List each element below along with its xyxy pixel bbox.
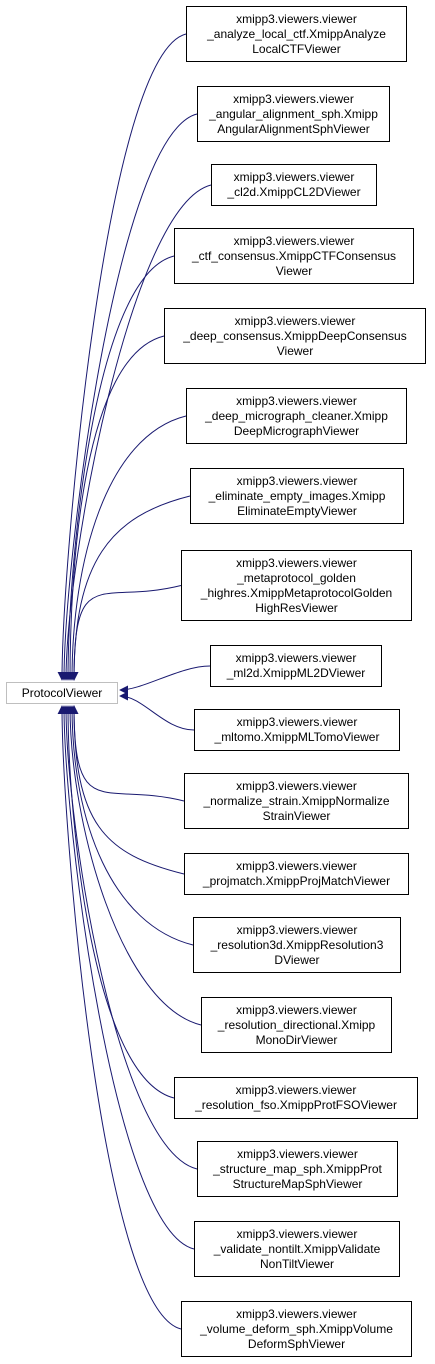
inheritance-edge bbox=[57, 705, 182, 1330]
inheritance-edge bbox=[57, 33, 187, 681]
derived-class-node[interactable]: xmipp3.viewers.viewer _volume_deform_sph… bbox=[181, 1301, 412, 1357]
derived-class-label: xmipp3.viewers.viewer _normalize_strain.… bbox=[203, 778, 390, 823]
derived-class-node[interactable]: xmipp3.viewers.viewer _validate_nontilt.… bbox=[194, 1221, 400, 1277]
derived-class-label: xmipp3.viewers.viewer _validate_nontilt.… bbox=[213, 1226, 381, 1271]
derived-class-node[interactable]: xmipp3.viewers.viewer _resolution_direct… bbox=[201, 997, 392, 1053]
inheritance-edge bbox=[67, 705, 194, 946]
derived-class-node[interactable]: xmipp3.viewers.viewer _normalize_strain.… bbox=[184, 773, 409, 829]
derived-class-label: xmipp3.viewers.viewer _volume_deform_sph… bbox=[200, 1306, 393, 1351]
derived-class-label: xmipp3.viewers.viewer _projmatch.XmippPr… bbox=[202, 859, 391, 888]
derived-class-label: xmipp3.viewers.viewer _angular_alignment… bbox=[209, 91, 378, 136]
inheritance-edge bbox=[59, 113, 198, 681]
inheritance-edge bbox=[69, 495, 191, 681]
derived-class-node[interactable]: xmipp3.viewers.viewer _ctf_consensus.Xmi… bbox=[174, 228, 414, 284]
inheritance-edge bbox=[69, 705, 185, 875]
derived-class-node[interactable]: xmipp3.viewers.viewer _structure_map_sph… bbox=[197, 1141, 398, 1197]
derived-class-node[interactable]: xmipp3.viewers.viewer _metaprotocol_gold… bbox=[181, 550, 412, 621]
derived-class-label: xmipp3.viewers.viewer _resolution_direct… bbox=[217, 1002, 376, 1047]
derived-class-node[interactable]: xmipp3.viewers.viewer _eliminate_empty_i… bbox=[190, 468, 404, 524]
derived-class-node[interactable]: xmipp3.viewers.viewer _analyze_local_ctf… bbox=[186, 6, 407, 62]
inheritance-edge bbox=[61, 705, 198, 1170]
derived-class-node[interactable]: xmipp3.viewers.viewer _ml2d.XmippML2DVie… bbox=[210, 645, 382, 687]
inheritance-edge bbox=[119, 691, 195, 731]
inheritance-edge bbox=[59, 705, 195, 1250]
derived-class-label: xmipp3.viewers.viewer _analyze_local_ctf… bbox=[207, 11, 386, 56]
derived-class-label: xmipp3.viewers.viewer _mltomo.XmippMLTom… bbox=[214, 715, 380, 744]
inheritance-edge bbox=[119, 665, 211, 695]
inheritance-edge bbox=[67, 415, 187, 681]
derived-class-label: xmipp3.viewers.viewer _cl2d.XmippCL2DVie… bbox=[227, 170, 361, 199]
derived-class-node[interactable]: xmipp3.viewers.viewer _resolution3d.Xmip… bbox=[193, 917, 401, 973]
derived-class-node[interactable]: xmipp3.viewers.viewer _deep_consensus.Xm… bbox=[164, 308, 426, 364]
derived-class-label: xmipp3.viewers.viewer _structure_map_sph… bbox=[213, 1146, 382, 1191]
derived-class-label: xmipp3.viewers.viewer _ml2d.XmippML2DVie… bbox=[226, 651, 366, 680]
derived-class-node[interactable]: xmipp3.viewers.viewer _deep_micrograph_c… bbox=[186, 388, 407, 444]
derived-class-label: xmipp3.viewers.viewer _resolution3d.Xmip… bbox=[210, 922, 384, 967]
derived-class-label: xmipp3.viewers.viewer _deep_consensus.Xm… bbox=[183, 313, 407, 358]
derived-class-node[interactable]: xmipp3.viewers.viewer _angular_alignment… bbox=[197, 86, 390, 142]
inheritance-edge bbox=[69, 585, 182, 681]
derived-class-node[interactable]: xmipp3.viewers.viewer _cl2d.XmippCL2DVie… bbox=[211, 164, 377, 206]
inheritance-edge bbox=[69, 705, 185, 802]
derived-class-node[interactable]: xmipp3.viewers.viewer _mltomo.XmippMLTom… bbox=[194, 709, 400, 751]
inheritance-edge bbox=[63, 705, 175, 1099]
derived-class-label: xmipp3.viewers.viewer _deep_micrograph_c… bbox=[205, 393, 388, 438]
derived-class-node[interactable]: xmipp3.viewers.viewer _resolution_fso.Xm… bbox=[174, 1077, 418, 1119]
derived-class-label: xmipp3.viewers.viewer _eliminate_empty_i… bbox=[208, 473, 386, 518]
base-class-node[interactable]: ProtocolViewer bbox=[6, 682, 118, 704]
derived-class-node[interactable]: xmipp3.viewers.viewer _projmatch.XmippPr… bbox=[184, 853, 409, 895]
inheritance-edge bbox=[65, 335, 165, 681]
inheritance-edge bbox=[65, 705, 202, 1026]
inheritance-edges bbox=[57, 33, 212, 1330]
derived-class-label: xmipp3.viewers.viewer _metaprotocol_gold… bbox=[200, 555, 393, 615]
derived-class-label: xmipp3.viewers.viewer _resolution_fso.Xm… bbox=[195, 1083, 397, 1112]
derived-class-label: xmipp3.viewers.viewer _ctf_consensus.Xmi… bbox=[191, 233, 397, 278]
base-class-label: ProtocolViewer bbox=[21, 685, 103, 700]
inheritance-edge bbox=[63, 255, 175, 681]
